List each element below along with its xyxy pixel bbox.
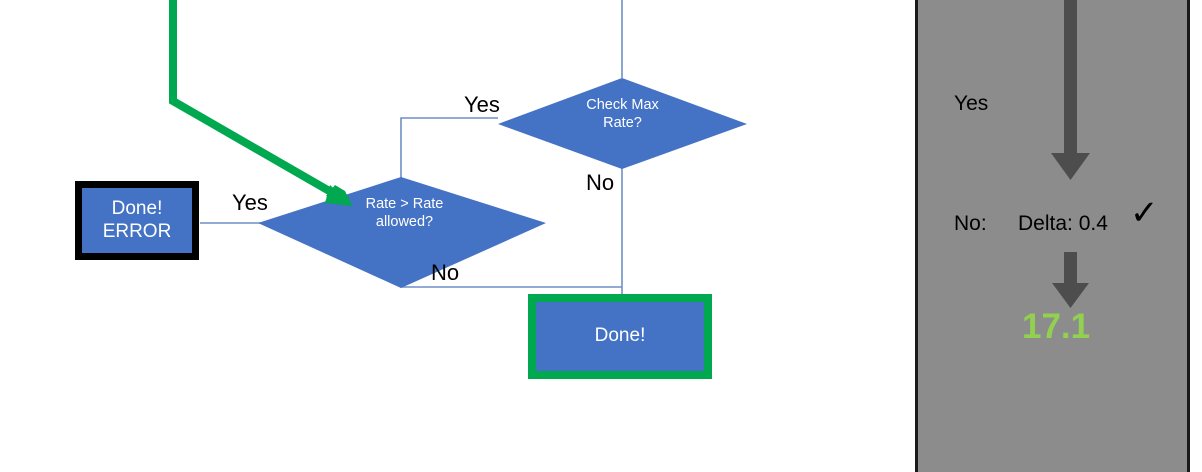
node-done[interactable]: Done! — [528, 294, 712, 379]
short-down-arrow — [1052, 252, 1089, 308]
side-panel-arrows — [1051, 0, 1090, 308]
node-done-error-label: Done! ERROR — [102, 198, 172, 242]
decision-rate-gt-rate-allowed — [258, 177, 546, 288]
long-down-arrow — [1051, 0, 1090, 180]
node-done-error[interactable]: Done! ERROR — [75, 181, 199, 260]
green-highlight-arrow — [169, 0, 353, 206]
node-done-label: Done! — [594, 325, 646, 347]
decision-check-max-rate — [498, 78, 747, 169]
connector-yes-to-rate-check — [400, 117, 498, 199]
side-panel: Yes No: Delta: 0.4 ✓ 17.1 — [915, 0, 1190, 472]
